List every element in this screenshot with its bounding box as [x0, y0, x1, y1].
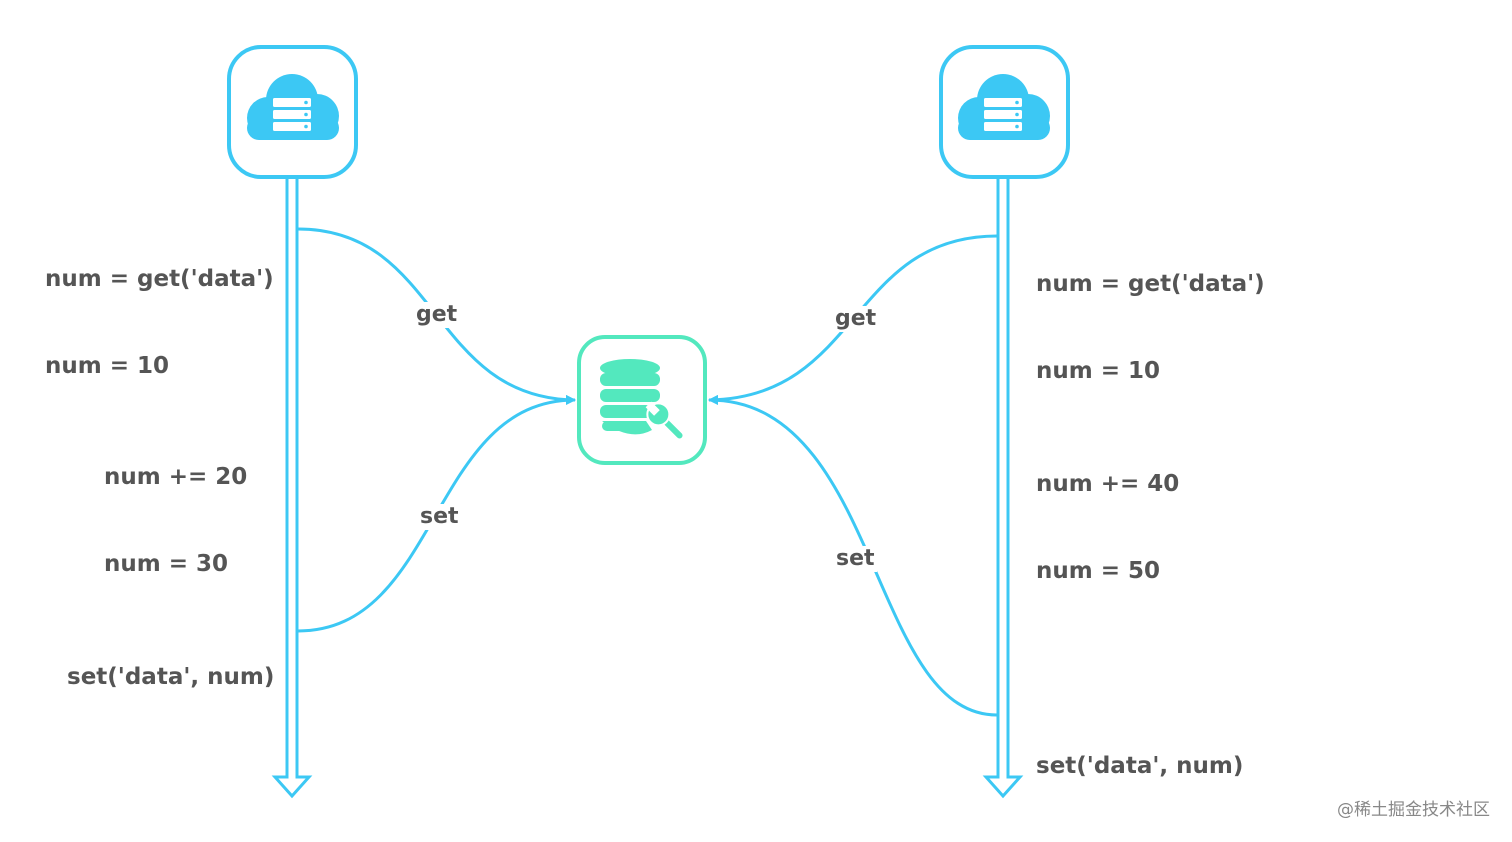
right-client-node	[939, 45, 1070, 179]
right-write-block: set('data', num)	[1036, 694, 1243, 839]
code-line: num = get('data')	[1036, 271, 1265, 297]
code-line: num = get('data')	[45, 266, 274, 292]
code-line: num = 50	[1036, 558, 1161, 584]
code-line: set('data', num)	[67, 664, 275, 690]
code-line: num += 20	[104, 464, 248, 490]
right-read-block: num = get('data') num = 10	[1036, 212, 1265, 444]
code-line: num += 40	[1036, 471, 1180, 497]
code-line: num = 10	[45, 353, 170, 379]
left-compute-block: num += 20 num = 30	[104, 405, 247, 637]
edge-label-right-get: get	[833, 306, 879, 332]
code-line: num = 30	[104, 551, 229, 577]
left-client-node	[227, 45, 358, 179]
edge-label-left-get: get	[414, 302, 460, 328]
database-wrench-icon	[600, 359, 685, 441]
right-timeline-arrow	[982, 179, 1024, 799]
left-read-block: num = get('data') num = 10	[45, 207, 274, 439]
left-timeline-arrow	[271, 179, 313, 799]
code-line: set('data', num)	[1036, 753, 1244, 779]
cloud-server-icon	[247, 74, 339, 140]
database-node	[577, 335, 707, 465]
right-compute-block: num += 40 num = 50	[1036, 412, 1179, 644]
watermark: @稀土掘金技术社区	[1337, 800, 1490, 820]
code-line: num = 10	[1036, 358, 1161, 384]
left-write-block: set('data', num)	[67, 605, 274, 750]
edge-label-left-set: set	[418, 504, 461, 530]
edge-label-right-set: set	[834, 546, 877, 572]
cloud-server-icon	[958, 74, 1050, 140]
